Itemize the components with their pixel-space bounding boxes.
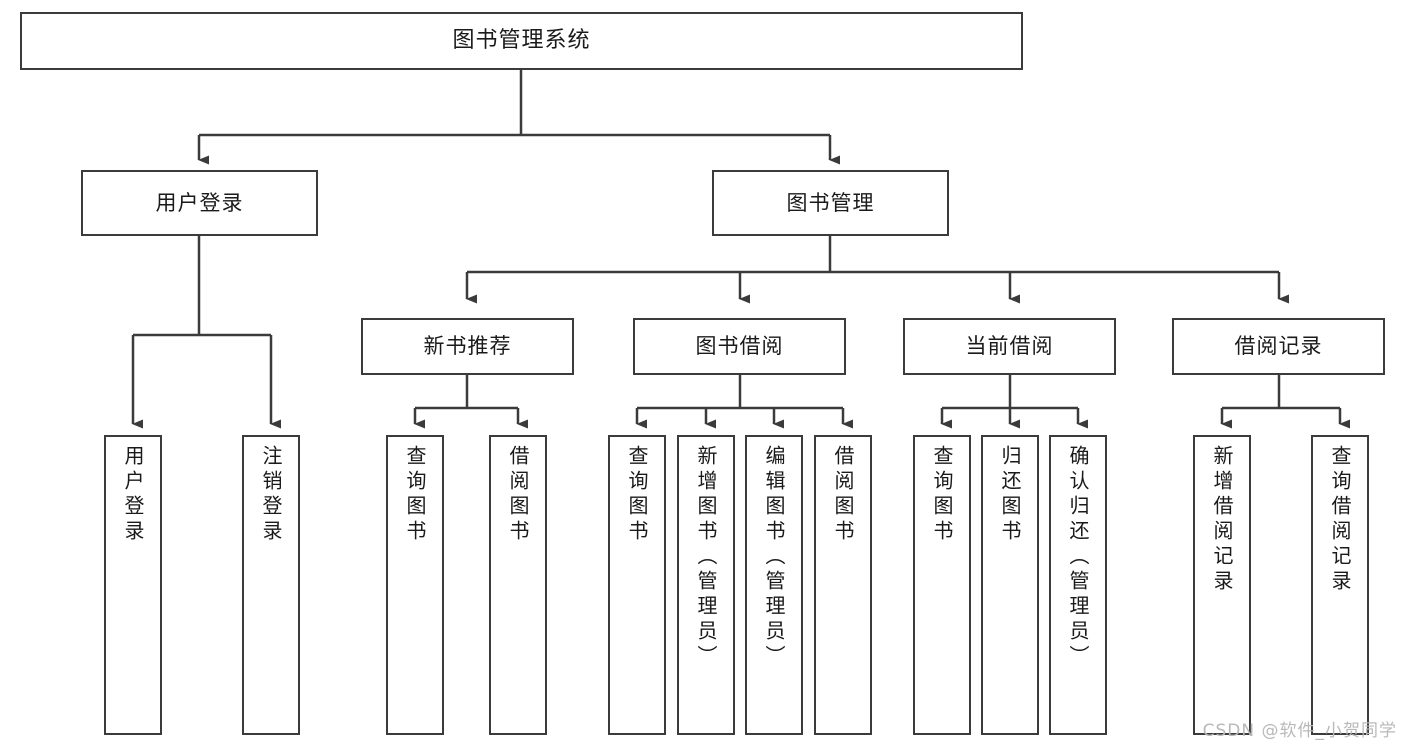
node-label: 查询借阅记录: [1328, 445, 1352, 595]
leaf-borrow-record-add-record[interactable]: 新增借阅记录: [1193, 435, 1251, 735]
leaf-borrow-record-query-record[interactable]: 查询借阅记录: [1311, 435, 1369, 735]
node-current-borrow[interactable]: 当前借阅: [903, 318, 1116, 375]
node-label: 确认归还（管理员）: [1066, 445, 1090, 670]
node-borrow-record[interactable]: 借阅记录: [1172, 318, 1385, 375]
node-label: 注销登录: [259, 445, 283, 545]
leaf-user-login-logout[interactable]: 注销登录: [242, 435, 300, 735]
node-book-borrow[interactable]: 图书借阅: [633, 318, 846, 375]
node-label: 图书管理: [786, 190, 875, 215]
node-label: 图书管理系统: [452, 28, 591, 54]
leaf-book-borrow-edit-book-admin[interactable]: 编辑图书（管理员）: [745, 435, 803, 735]
leaf-current-borrow-return-book[interactable]: 归还图书: [981, 435, 1039, 735]
node-book-management[interactable]: 图书管理: [712, 170, 949, 236]
csdn-watermark: CSDN @软件_小贺同学: [1202, 721, 1397, 741]
leaf-book-borrow-query-book[interactable]: 查询图书: [608, 435, 666, 735]
node-label: 查询图书: [930, 445, 954, 545]
node-user-login[interactable]: 用户登录: [81, 170, 318, 236]
leaf-new-book-query-book[interactable]: 查询图书: [386, 435, 444, 735]
node-label: 借阅图书: [831, 445, 855, 545]
node-label: 用户登录: [121, 445, 145, 545]
node-label: 借阅图书: [506, 445, 530, 545]
leaf-book-borrow-borrow-book[interactable]: 借阅图书: [814, 435, 872, 735]
leaf-user-login-login[interactable]: 用户登录: [104, 435, 162, 735]
node-label: 新增图书（管理员）: [694, 445, 718, 670]
node-label: 查询图书: [625, 445, 649, 545]
node-label: 新书推荐: [423, 334, 512, 359]
node-label: 用户登录: [155, 190, 244, 215]
node-label: 编辑图书（管理员）: [762, 445, 786, 670]
node-label: 图书借阅: [695, 334, 784, 359]
node-label: 当前借阅: [965, 334, 1054, 359]
node-label: 归还图书: [998, 445, 1022, 545]
node-label: 借阅记录: [1234, 334, 1323, 359]
leaf-new-book-borrow-book[interactable]: 借阅图书: [489, 435, 547, 735]
leaf-book-borrow-add-book-admin[interactable]: 新增图书（管理员）: [677, 435, 735, 735]
leaf-current-borrow-query-book[interactable]: 查询图书: [913, 435, 971, 735]
node-label: 新增借阅记录: [1210, 445, 1234, 595]
node-label: 查询图书: [403, 445, 427, 545]
node-root-book-management-system[interactable]: 图书管理系统: [20, 12, 1023, 70]
node-new-book-recommend[interactable]: 新书推荐: [361, 318, 574, 375]
leaf-current-borrow-confirm-return-admin[interactable]: 确认归还（管理员）: [1049, 435, 1107, 735]
